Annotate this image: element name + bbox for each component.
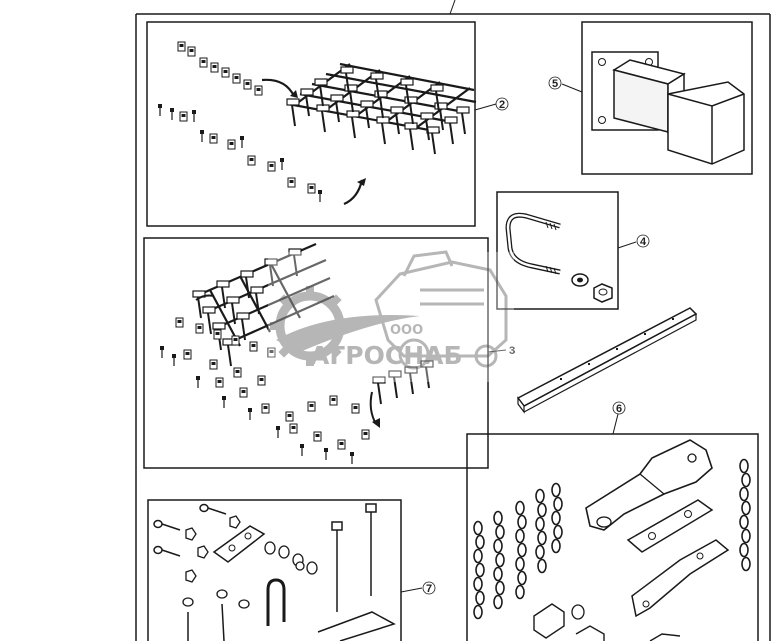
panel-hardware-kit: 7 (147, 499, 436, 641)
outer-frame (135, 0, 771, 641)
watermark-brand: АГРОСНАБ (310, 341, 463, 370)
arrow-curve-bottom (343, 179, 364, 206)
watermark: ООО АГРОСНАБ (268, 250, 514, 382)
callout-4: 4 (640, 236, 647, 248)
callout-2: 2 (499, 99, 505, 111)
callout-7: 7 (426, 583, 432, 595)
panel-chains-brackets: 6 (466, 401, 759, 641)
callout-3: 3 (509, 345, 515, 357)
clamp-row-top (177, 41, 263, 96)
panel-harrow-section-2: 3 (143, 237, 515, 469)
panel-u-bolt: 4 (496, 191, 650, 310)
bolt-row-left (157, 103, 323, 203)
callout-6: 6 (616, 403, 622, 415)
watermark-prefix: ООО (390, 323, 423, 338)
swoosh-logo (276, 315, 420, 352)
callout-5: 5 (552, 78, 558, 90)
panel-tube-sleeve: 5 (548, 21, 753, 175)
harrow-tines (286, 66, 470, 155)
long-square-bar (516, 307, 698, 414)
combine-harvester-icon (374, 250, 508, 370)
panel-harrow-section: 2 (146, 21, 509, 227)
arrow-curve-top (261, 78, 295, 97)
chain-columns (473, 458, 751, 620)
